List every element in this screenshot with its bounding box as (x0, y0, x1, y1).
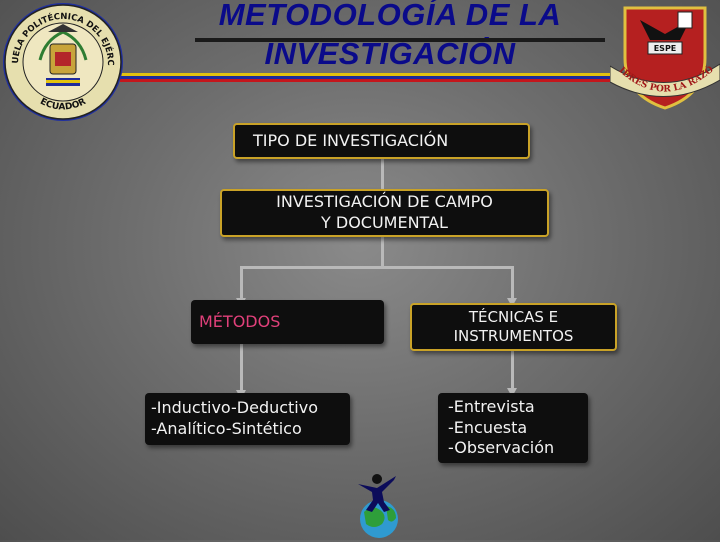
left-seal-bottom-text: ECUADOR (38, 97, 88, 113)
right-seal-label: ESPE (654, 44, 677, 53)
box-root-tipo-investigacion: TIPO DE INVESTIGACIÓN (233, 123, 530, 159)
globe-person-icon (344, 470, 414, 538)
level2-label: INVESTIGACIÓN DE CAMPO Y DOCUMENTAL (276, 192, 493, 232)
metodos-label: MÉTODOS (199, 311, 281, 331)
metodos-detail: -Inductivo-Deductivo -Analítico-Sintétic… (151, 398, 319, 438)
root-label: TIPO DE INVESTIGACIÓN (253, 130, 449, 150)
box-metodos-detail: -Inductivo-Deductivo -Analítico-Sintétic… (145, 393, 350, 445)
svg-text:ECUADOR: ECUADOR (38, 97, 88, 113)
espe-seal-left: ESCUELA POLITÉCNICA DEL EJÉRCITO ECUADOR (0, 0, 126, 124)
page-title-line1: METODOLOGÍA DE LA (218, 0, 562, 32)
tecnicas-label: TÉCNICAS E INSTRUMENTOS (453, 307, 574, 346)
box-tecnicas-detail: -Entrevista -Encuesta -Observación (438, 393, 588, 463)
box-level2-campo-documental: INVESTIGACIÓN DE CAMPO Y DOCUMENTAL (220, 189, 549, 237)
tecnicas-detail: -Entrevista -Encuesta -Observación (448, 396, 555, 458)
box-metodos: MÉTODOS (191, 300, 384, 344)
box-tecnicas-instrumentos: TÉCNICAS E INSTRUMENTOS (410, 303, 617, 351)
espe-seal-right: ESPE LIBRES POR LA RAZÓN (606, 0, 720, 112)
